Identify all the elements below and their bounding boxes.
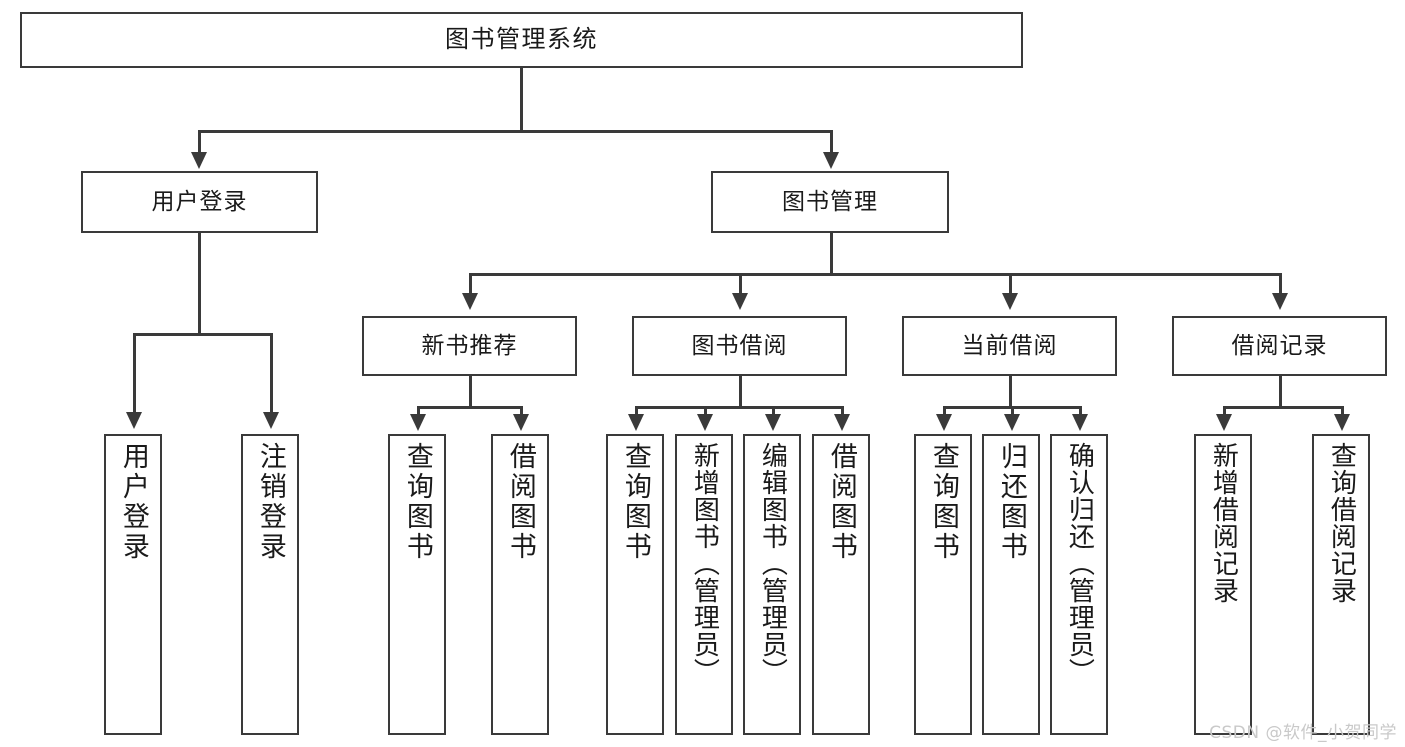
arrow-bb-to-leaf-1 (628, 414, 644, 431)
leaf-book-borrow-borrow[interactable]: 借阅图书 (812, 434, 870, 735)
node-label: 借阅图书 (504, 442, 536, 562)
node-label: 查询图书 (401, 442, 433, 562)
connector-nbr-to-leaf-1 (417, 406, 420, 416)
connector-cb-to-leaf-2 (1011, 406, 1014, 416)
arrow-bm-to-child-3 (1002, 293, 1018, 310)
connector-bm-to-child-3 (1009, 273, 1012, 295)
arrow-bb-to-leaf-2 (697, 414, 713, 431)
connector-root-to-user-login (198, 130, 201, 155)
node-label: 当前借阅 (961, 332, 1058, 359)
node-current-borrow[interactable]: 当前借阅 (902, 316, 1117, 376)
connector-bb-to-leaf-1 (635, 406, 638, 416)
arrow-user-login-to-leaf-2 (263, 412, 279, 429)
arrow-cb-to-leaf-1 (936, 414, 952, 431)
connector-bm-to-child-1 (469, 273, 472, 295)
connector-bb-to-leaf-3 (772, 406, 775, 416)
node-label: 确认归还（管理员） (1064, 442, 1095, 685)
arrow-nbr-to-leaf-2 (513, 414, 529, 431)
node-label: 编辑图书（管理员） (757, 442, 788, 685)
node-label: 新增借阅记录 (1208, 442, 1239, 604)
leaf-borrow-record-add[interactable]: 新增借阅记录 (1194, 434, 1252, 735)
leaf-user-login-logout[interactable]: 注销登录 (241, 434, 299, 735)
connector-cb-to-leaf-1 (943, 406, 946, 416)
node-label: 图书管理系统 (445, 25, 598, 54)
connector-user-login-stem (198, 233, 201, 335)
connector-user-login-bus (133, 333, 272, 336)
connector-bm-to-child-4 (1279, 273, 1282, 295)
node-label: 新增图书（管理员） (689, 442, 720, 685)
node-label: 归还图书 (995, 442, 1027, 562)
leaf-current-borrow-return[interactable]: 归还图书 (982, 434, 1040, 735)
node-label: 图书借阅 (691, 332, 788, 359)
connector-br-bus (1223, 406, 1342, 409)
connector-book-management-stem (830, 233, 833, 275)
connector-user-login-to-leaf-2 (270, 333, 273, 415)
node-label: 新书推荐 (421, 332, 518, 359)
node-borrow-record[interactable]: 借阅记录 (1172, 316, 1387, 376)
connector-bb-stem (739, 376, 742, 408)
node-root-book-management-system[interactable]: 图书管理系统 (20, 12, 1023, 68)
connector-bb-to-leaf-2 (704, 406, 707, 416)
connector-bb-bus (635, 406, 843, 409)
leaf-book-borrow-query[interactable]: 查询图书 (606, 434, 664, 735)
connector-br-to-leaf-1 (1223, 406, 1226, 416)
connector-br-stem (1279, 376, 1282, 408)
connector-book-management-bus (469, 273, 1281, 276)
node-label: 查询图书 (927, 442, 959, 562)
node-user-login[interactable]: 用户登录 (81, 171, 318, 233)
arrow-cb-to-leaf-2 (1004, 414, 1020, 431)
arrow-root-to-book-management (823, 152, 839, 169)
leaf-current-borrow-query[interactable]: 查询图书 (914, 434, 972, 735)
arrow-bm-to-child-4 (1272, 293, 1288, 310)
node-label: 用户登录 (151, 188, 248, 215)
connector-root-bus (198, 130, 832, 133)
arrow-br-to-leaf-1 (1216, 414, 1232, 431)
node-label: 图书管理 (782, 188, 878, 215)
node-label: 用户登录 (117, 442, 149, 562)
connector-nbr-to-leaf-2 (520, 406, 523, 416)
arrow-br-to-leaf-2 (1334, 414, 1350, 431)
leaf-book-borrow-add-admin[interactable]: 新增图书（管理员） (675, 434, 733, 735)
node-book-borrow[interactable]: 图书借阅 (632, 316, 847, 376)
arrow-root-to-user-login (191, 152, 207, 169)
connector-bb-to-leaf-4 (841, 406, 844, 416)
node-label: 注销登录 (254, 442, 286, 562)
connector-cb-to-leaf-3 (1079, 406, 1082, 416)
arrow-bm-to-child-1 (462, 293, 478, 310)
arrow-nbr-to-leaf-1 (410, 414, 426, 431)
arrow-bb-to-leaf-4 (834, 414, 850, 431)
arrow-bb-to-leaf-3 (765, 414, 781, 431)
node-book-management[interactable]: 图书管理 (711, 171, 949, 233)
connector-br-to-leaf-2 (1341, 406, 1344, 416)
connector-nbr-stem (469, 376, 472, 408)
node-label: 查询借阅记录 (1326, 442, 1357, 604)
connector-root-stem (520, 68, 523, 131)
arrow-user-login-to-leaf-1 (126, 412, 142, 429)
arrow-bm-to-child-2 (732, 293, 748, 310)
connector-root-to-book-management (830, 130, 833, 155)
leaf-borrow-record-query[interactable]: 查询借阅记录 (1312, 434, 1370, 735)
node-label: 借阅图书 (825, 442, 857, 562)
connector-user-login-to-leaf-1 (133, 333, 136, 415)
leaf-current-borrow-confirm-admin[interactable]: 确认归还（管理员） (1050, 434, 1108, 735)
connector-bm-to-child-2 (739, 273, 742, 295)
leaf-user-login-login[interactable]: 用户登录 (104, 434, 162, 735)
node-new-book-recommend[interactable]: 新书推荐 (362, 316, 577, 376)
leaf-new-book-borrow[interactable]: 借阅图书 (491, 434, 549, 735)
csdn-watermark: CSDN @软件_小贺同学 (1209, 723, 1397, 743)
connector-cb-stem (1009, 376, 1012, 408)
connector-nbr-bus (417, 406, 522, 409)
arrow-cb-to-leaf-3 (1072, 414, 1088, 431)
leaf-new-book-query[interactable]: 查询图书 (388, 434, 446, 735)
node-label: 查询图书 (619, 442, 651, 562)
node-label: 借阅记录 (1231, 332, 1328, 359)
leaf-book-borrow-edit-admin[interactable]: 编辑图书（管理员） (743, 434, 801, 735)
